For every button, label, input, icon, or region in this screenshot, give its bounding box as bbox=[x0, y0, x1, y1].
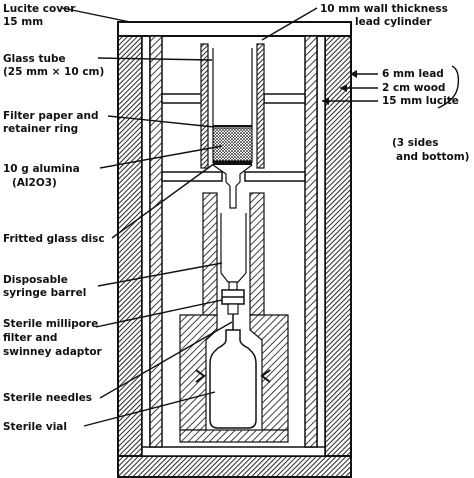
shelves bbox=[161, 93, 306, 182]
label-wall-note: (3 sides and bottom) bbox=[392, 137, 469, 163]
syringe-holder bbox=[202, 192, 265, 316]
vial-clip-right bbox=[260, 369, 271, 383]
outer-wall-bottom bbox=[117, 455, 352, 478]
lower-shelf-right bbox=[244, 171, 306, 182]
tube-shield-right bbox=[256, 43, 265, 169]
lucite-wall-right bbox=[316, 33, 326, 457]
label-filter-paper: Filter paper and retainer ring bbox=[3, 110, 102, 135]
label-needles: Sterile needles bbox=[3, 392, 92, 404]
lucite-wall-left bbox=[141, 33, 151, 457]
lucite-cover bbox=[117, 21, 352, 37]
leader-lead-cylinder bbox=[261, 7, 318, 41]
holder-right bbox=[249, 192, 265, 316]
swinney-adaptor bbox=[227, 303, 239, 315]
arrowhead-2cm-wood bbox=[340, 84, 347, 92]
label-glass-tube: Glass tube (25 mm × 10 cm) bbox=[3, 53, 104, 78]
tube-shield-left bbox=[200, 43, 209, 169]
leader-alumina bbox=[99, 145, 223, 169]
leader-vial bbox=[83, 391, 216, 427]
leader-arrowheads bbox=[322, 70, 357, 105]
labels: Lucite cover 15 mm Glass tube (25 mm × 1… bbox=[3, 3, 469, 433]
label-millipore: Sterile millipore filter and swinney ada… bbox=[3, 318, 103, 358]
lower-shelf-left bbox=[161, 171, 223, 182]
leader-glass-tube bbox=[97, 57, 213, 61]
lead-cylinder bbox=[149, 35, 318, 448]
lead-cylinder-left bbox=[149, 35, 163, 448]
label-lead-cylinder: 10 mm wall thickness lead cylinder bbox=[320, 3, 452, 28]
leader-fritted-disc bbox=[111, 162, 216, 239]
vial-holder bbox=[179, 314, 289, 443]
leader-filter-paper bbox=[107, 115, 215, 128]
upper-shelf-left bbox=[161, 93, 203, 104]
leader-lucite-cover bbox=[61, 7, 131, 23]
arrowhead-6mm-lead bbox=[350, 70, 357, 78]
leader-syringe bbox=[97, 262, 223, 287]
sterile-vial bbox=[209, 329, 257, 429]
lead-cylinder-right bbox=[304, 35, 318, 448]
outer-wall-left bbox=[117, 23, 143, 478]
alumina-bed bbox=[212, 127, 253, 162]
outer-wall-right bbox=[324, 23, 352, 478]
vial-holder-base bbox=[179, 429, 289, 443]
label-alumina: 10 g alumina (Al2O3) bbox=[3, 163, 83, 189]
glass-tube-column bbox=[200, 43, 265, 209]
holder-left bbox=[202, 192, 218, 316]
upper-shelf-right bbox=[263, 93, 306, 104]
lucite-wall-bottom bbox=[141, 446, 326, 457]
label-syringe-barrel: Disposable syringe barrel bbox=[3, 274, 86, 299]
arrowhead-15mm-lucite bbox=[322, 97, 329, 105]
wall-layers-bracket bbox=[437, 65, 460, 109]
leader-lines bbox=[61, 7, 460, 427]
vial-clip-left bbox=[195, 369, 206, 383]
syringe-tip bbox=[228, 281, 238, 291]
leader-millipore bbox=[95, 299, 223, 328]
syringe-taper bbox=[220, 272, 247, 283]
fritted-glass-disc bbox=[213, 161, 252, 165]
label-lucite-cover: Lucite cover 15 mm bbox=[3, 3, 79, 28]
label-vial: Sterile vial bbox=[3, 421, 67, 433]
label-wall-layers: 6 mm lead 2 cm wood 15 mm lucite bbox=[382, 68, 459, 107]
column-outlet bbox=[212, 164, 253, 209]
leader-needles bbox=[99, 321, 233, 399]
label-fritted-disc: Fritted glass disc bbox=[3, 233, 105, 245]
